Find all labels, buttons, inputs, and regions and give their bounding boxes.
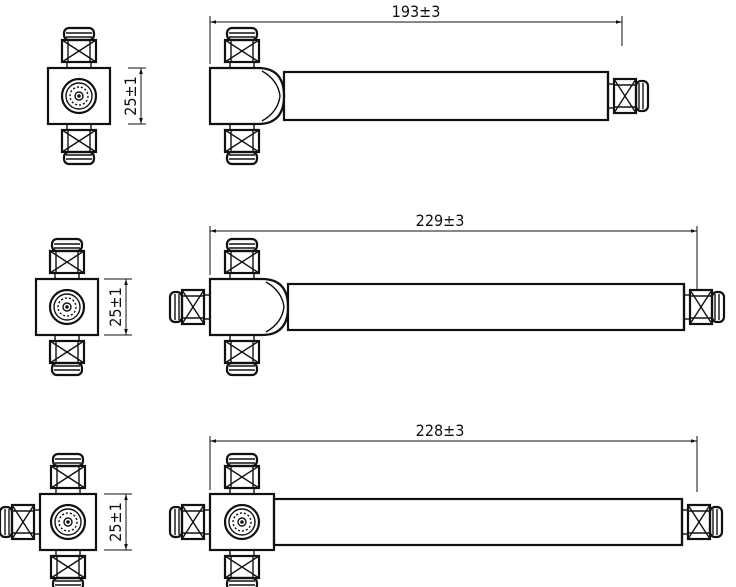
length-label-three-way: 229±3	[416, 211, 465, 230]
length-label-two-way: 193±3	[392, 2, 441, 21]
side-view-four-way: 228±3	[168, 421, 724, 587]
width-label-four-way: 25±1	[106, 502, 125, 542]
side-view-three-way: 229±3	[168, 211, 726, 377]
side-view-two-way: 193±3	[208, 2, 650, 166]
end-view-four-way: 25±1	[0, 452, 132, 587]
diagram-two-way: 25±1 193±3	[46, 2, 650, 166]
width-label-three-way: 25±1	[106, 287, 125, 327]
width-label-two-way: 25±1	[121, 76, 140, 116]
end-view-two-way: 25±1	[46, 26, 146, 166]
end-view-three-way: 25±1	[34, 237, 132, 377]
diagram-four-way: 25±1 228±3	[0, 421, 724, 587]
length-label-four-way: 228±3	[416, 421, 465, 440]
diagram-three-way: 25±1 229±3	[34, 211, 726, 377]
